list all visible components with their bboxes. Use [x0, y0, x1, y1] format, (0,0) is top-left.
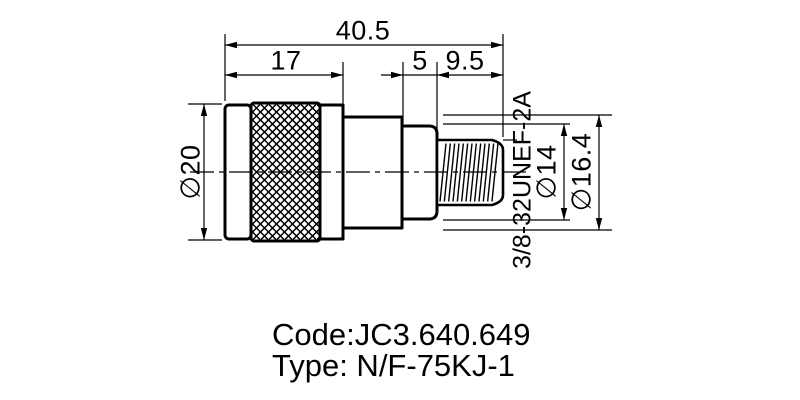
dim-overall-length: 40.5: [335, 15, 391, 46]
dim-body-diameter: ∅16.4: [566, 132, 597, 212]
thread-hatch: [439, 143, 499, 202]
dim-step-length: 5: [412, 45, 428, 76]
note-code: Code:JC3.640.649: [272, 317, 531, 352]
thread-spec-callout: 3/8-32UNEF-2A: [508, 91, 537, 269]
body-step: [400, 124, 439, 221]
dim-coupling-length: 17: [270, 45, 302, 76]
knurl-hatch: [251, 103, 320, 241]
dim-coupling-diameter: ∅20: [175, 144, 206, 200]
note-type: Type: N/F-75KJ-1: [272, 348, 515, 383]
dimension-arrows: [200, 41, 603, 240]
dim-step-diameter: ∅14: [531, 144, 562, 200]
dimension-lines: [188, 34, 612, 241]
dim-thread-length: 9.5: [445, 45, 485, 76]
